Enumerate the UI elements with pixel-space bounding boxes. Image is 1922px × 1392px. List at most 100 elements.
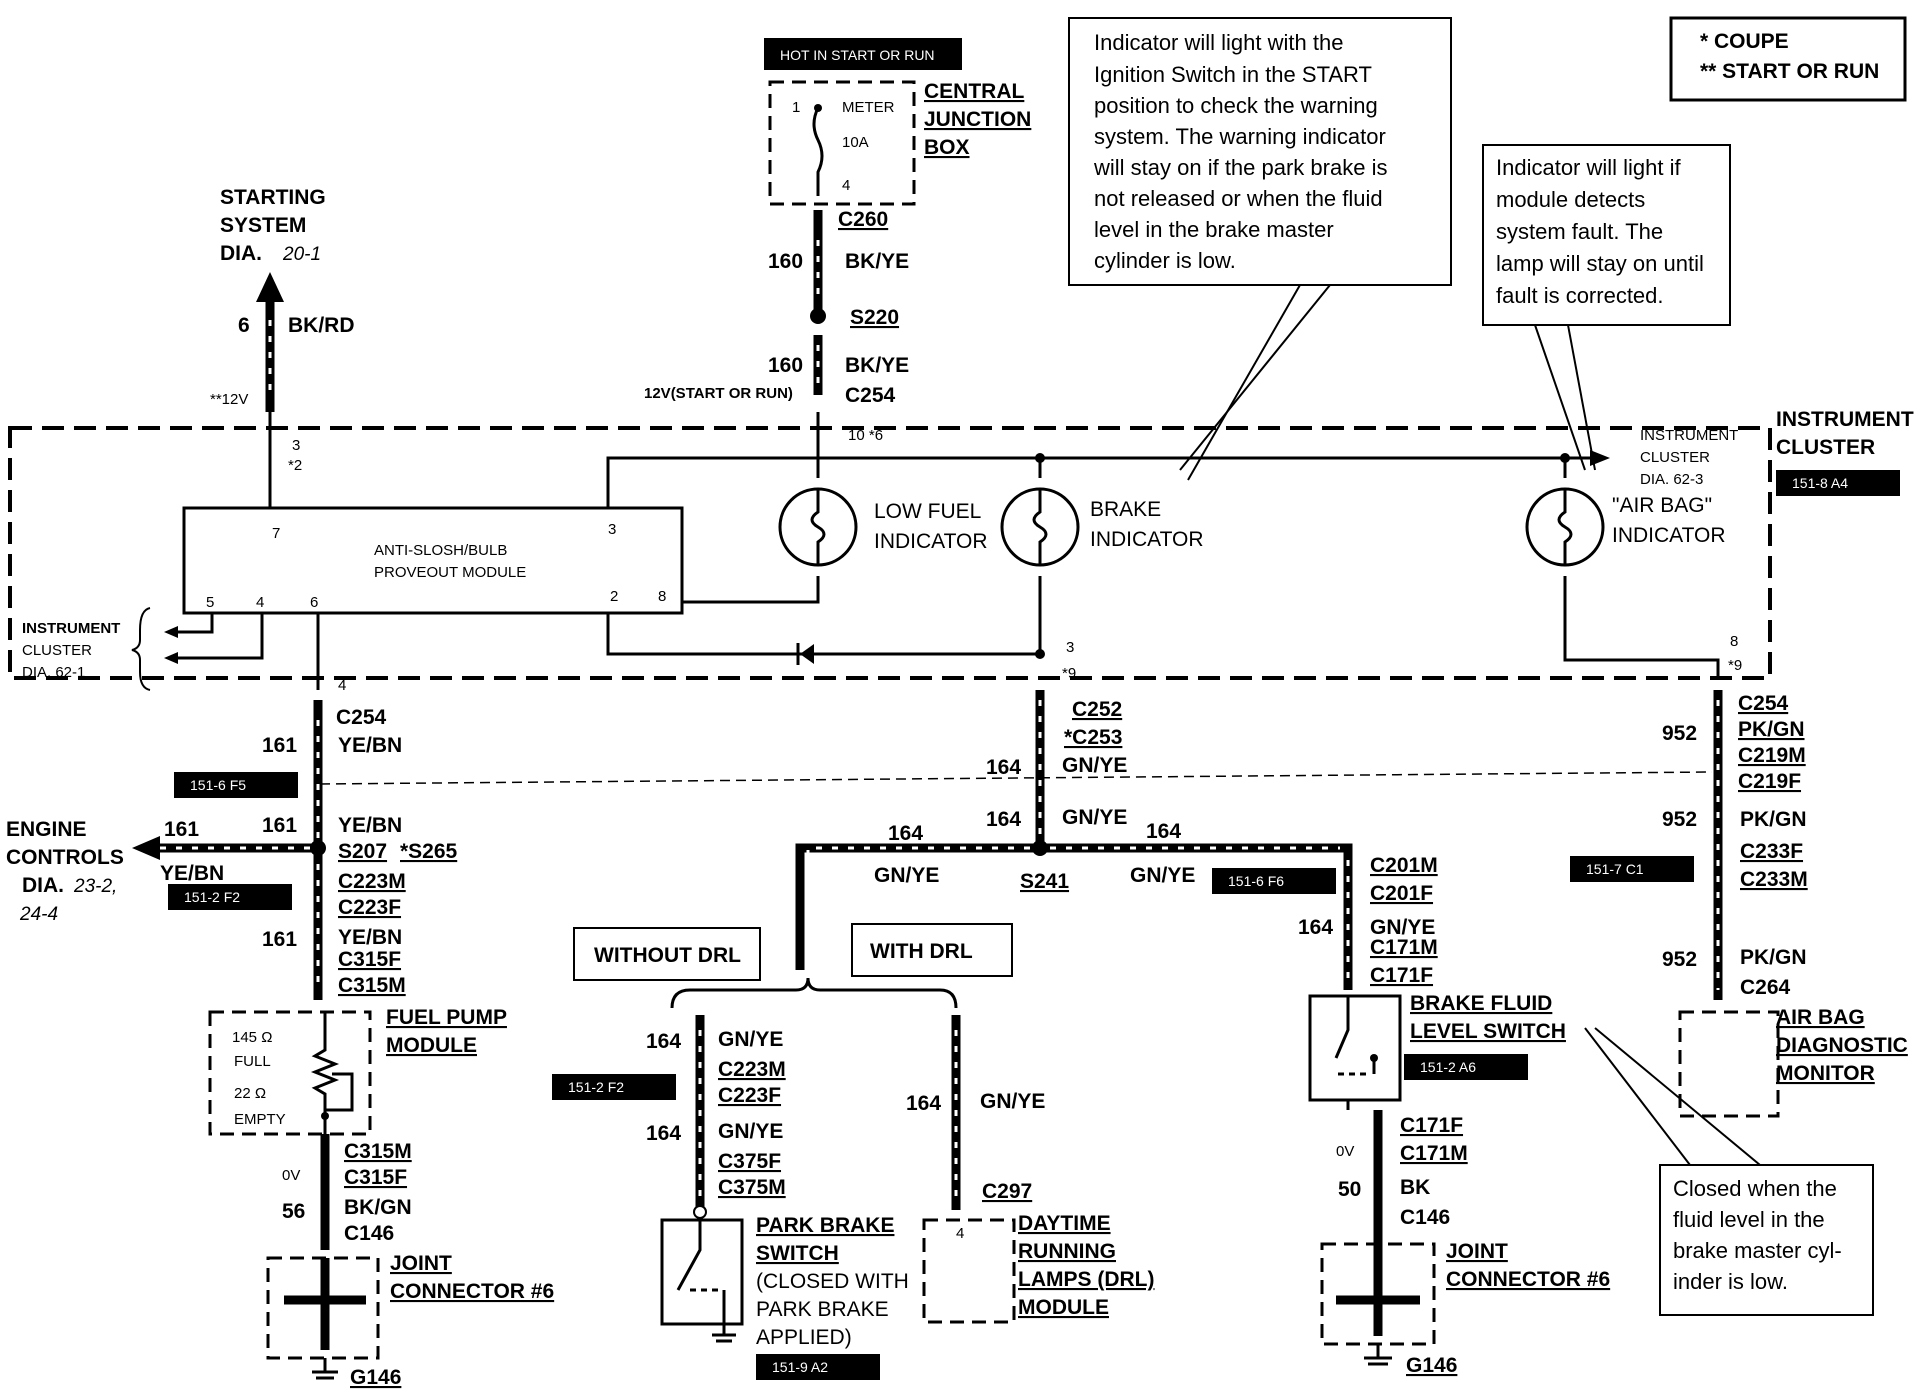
svg-text:C146: C146	[1400, 1206, 1450, 1229]
svg-text:G146: G146	[350, 1366, 401, 1389]
airbag-note-line-3: system fault. The	[1496, 219, 1663, 244]
svg-text:BRAKE: BRAKE	[1090, 498, 1161, 521]
svg-text:INSTRUMENT: INSTRUMENT	[1640, 427, 1738, 444]
bracket-icon	[670, 977, 958, 1009]
svg-text:JOINT: JOINT	[390, 1252, 452, 1275]
instrument-cluster-boundary: INSTRUMENT CLUSTER 151-8 A4	[8, 408, 1914, 680]
svg-text:DIAGNOSTIC: DIAGNOSTIC	[1776, 1034, 1908, 1057]
brake-note-line-8: cylinder is low.	[1094, 248, 1236, 273]
svg-text:GN/YE: GN/YE	[980, 1090, 1045, 1113]
svg-text:151-6 F5: 151-6 F5	[190, 777, 246, 793]
svg-text:BK/GN: BK/GN	[344, 1196, 412, 1219]
svg-text:164: 164	[986, 756, 1021, 779]
svg-text:C315F: C315F	[338, 948, 401, 971]
svg-text:5: 5	[206, 594, 214, 611]
svg-text:ENGINE: ENGINE	[6, 818, 87, 841]
svg-text:BK/YE: BK/YE	[845, 354, 909, 377]
svg-text:PK/GN: PK/GN	[1740, 808, 1807, 831]
svg-text:C201F: C201F	[1370, 882, 1433, 905]
svg-text:SYSTEM: SYSTEM	[220, 214, 306, 237]
svg-text:0V: 0V	[1336, 1143, 1354, 1160]
cluster-title-1: INSTRUMENT	[1776, 408, 1914, 431]
svg-text:20-1: 20-1	[282, 244, 321, 265]
svg-text:161: 161	[164, 818, 199, 841]
svg-text:164: 164	[986, 808, 1021, 831]
svg-text:GN/YE: GN/YE	[1370, 916, 1435, 939]
without-drl-box	[573, 927, 761, 981]
svg-text:151-2 F2: 151-2 F2	[184, 889, 240, 905]
svg-text:MONITOR: MONITOR	[1776, 1062, 1875, 1085]
svg-text:952: 952	[1662, 808, 1697, 831]
svg-text:*9: *9	[1728, 657, 1742, 674]
svg-text:BK/YE: BK/YE	[845, 250, 909, 273]
svg-text:161: 161	[262, 734, 297, 757]
svg-text:8: 8	[1730, 633, 1738, 650]
brake-indicator: BRAKE INDICATOR	[1000, 487, 1204, 567]
svg-text:CLUSTER: CLUSTER	[1640, 449, 1710, 466]
svg-text:YE/BN: YE/BN	[160, 862, 224, 885]
svg-text:C375M: C375M	[718, 1176, 786, 1199]
svg-text:56: 56	[282, 1200, 305, 1223]
svg-text:INDICATOR: INDICATOR	[874, 530, 988, 553]
fluid-note-line-1: Closed when the	[1673, 1176, 1837, 1201]
svg-text:C375F: C375F	[718, 1150, 781, 1173]
airbag-note-line-1: Indicator will light if	[1496, 155, 1682, 180]
splice-s220: S220	[850, 306, 899, 329]
svg-text:LEVEL SWITCH: LEVEL SWITCH	[1410, 1020, 1566, 1043]
svg-text:22 Ω: 22 Ω	[234, 1085, 266, 1102]
svg-text:151-9 A2: 151-9 A2	[772, 1359, 828, 1375]
svg-text:161: 161	[262, 928, 297, 951]
svg-text:*2: *2	[288, 457, 302, 474]
svg-text:AIR BAG: AIR BAG	[1776, 1006, 1865, 1029]
svg-text:4: 4	[956, 1225, 964, 1242]
airbag-note-line-2: module detects	[1496, 187, 1645, 212]
brake-note-line-3: position to check the warning	[1094, 93, 1378, 118]
svg-text:3: 3	[608, 521, 616, 538]
svg-text:GN/YE: GN/YE	[1062, 754, 1127, 777]
svg-text:C233F: C233F	[1740, 840, 1803, 863]
svg-text:C223F: C223F	[338, 896, 401, 919]
svg-text:BK/RD: BK/RD	[288, 314, 355, 337]
fluid-note-callout: Closed when the fluid level in the brake…	[1584, 1027, 1874, 1316]
fluid-level-branch: C201M C201F 164 GN/YE C171M C171F BRAKE …	[1298, 848, 1610, 1377]
svg-text:164: 164	[888, 822, 923, 845]
svg-text:BRAKE FLUID: BRAKE FLUID	[1410, 992, 1552, 1015]
central-junction-box: HOT IN START OR RUN 1 METER 10A 4 CENTRA…	[764, 38, 1031, 206]
svg-text:INSTRUMENT: INSTRUMENT	[22, 620, 120, 637]
svg-text:C171M: C171M	[1400, 1142, 1468, 1165]
fuel-branch: C254 161 YE/BN 151-6 F5 161 YE/BN ENGINE…	[6, 700, 554, 1389]
airbag-note-line-4: lamp will stay on until	[1496, 251, 1704, 276]
cluster-internal-wiring: INSTRUMENT CLUSTER DIA. 62-1 INSTRUMENT …	[22, 412, 1742, 694]
svg-text:INDICATOR: INDICATOR	[1612, 524, 1726, 547]
svg-text:12V(START OR RUN): 12V(START OR RUN)	[644, 385, 793, 402]
svg-text:METER: METER	[842, 99, 895, 116]
connector-c260: C260	[838, 208, 888, 231]
svg-text:FULL: FULL	[234, 1053, 271, 1070]
svg-text:MODULE: MODULE	[386, 1034, 477, 1057]
svg-text:151-7 C1: 151-7 C1	[1586, 861, 1644, 877]
svg-text:952: 952	[1662, 722, 1697, 745]
fluid-switch-icon	[1308, 994, 1402, 1102]
svg-text:160: 160	[768, 250, 803, 273]
svg-text:10A: 10A	[842, 134, 869, 151]
fluid-note-line-3: brake master cyl-	[1673, 1238, 1842, 1263]
svg-text:161: 161	[262, 814, 297, 837]
svg-text:8: 8	[658, 588, 666, 605]
svg-text:CONTROLS: CONTROLS	[6, 846, 124, 869]
brake-note-line-1: Indicator will light with the	[1094, 30, 1343, 55]
svg-text:LAMPS (DRL): LAMPS (DRL)	[1018, 1268, 1154, 1291]
svg-text:DIA.: DIA.	[220, 242, 262, 265]
svg-text:10 *6: 10 *6	[848, 427, 883, 444]
svg-text:JOINT: JOINT	[1446, 1240, 1508, 1263]
svg-text:WITH DRL: WITH DRL	[870, 940, 973, 963]
svg-text:PK/GN: PK/GN	[1740, 946, 1807, 969]
svg-text:4: 4	[338, 677, 346, 694]
svg-text:C219F: C219F	[1738, 770, 1801, 793]
arrow-up-icon	[256, 272, 284, 302]
svg-text:CLUSTER: CLUSTER	[22, 642, 92, 659]
cjb-title-1: CENTRAL	[924, 80, 1024, 103]
svg-text:C201M: C201M	[1370, 854, 1438, 877]
svg-text:PARK BRAKE: PARK BRAKE	[756, 1214, 894, 1237]
arrow-left-icon	[132, 836, 160, 860]
brake-note-line-2: Ignition Switch in the START	[1094, 62, 1372, 87]
